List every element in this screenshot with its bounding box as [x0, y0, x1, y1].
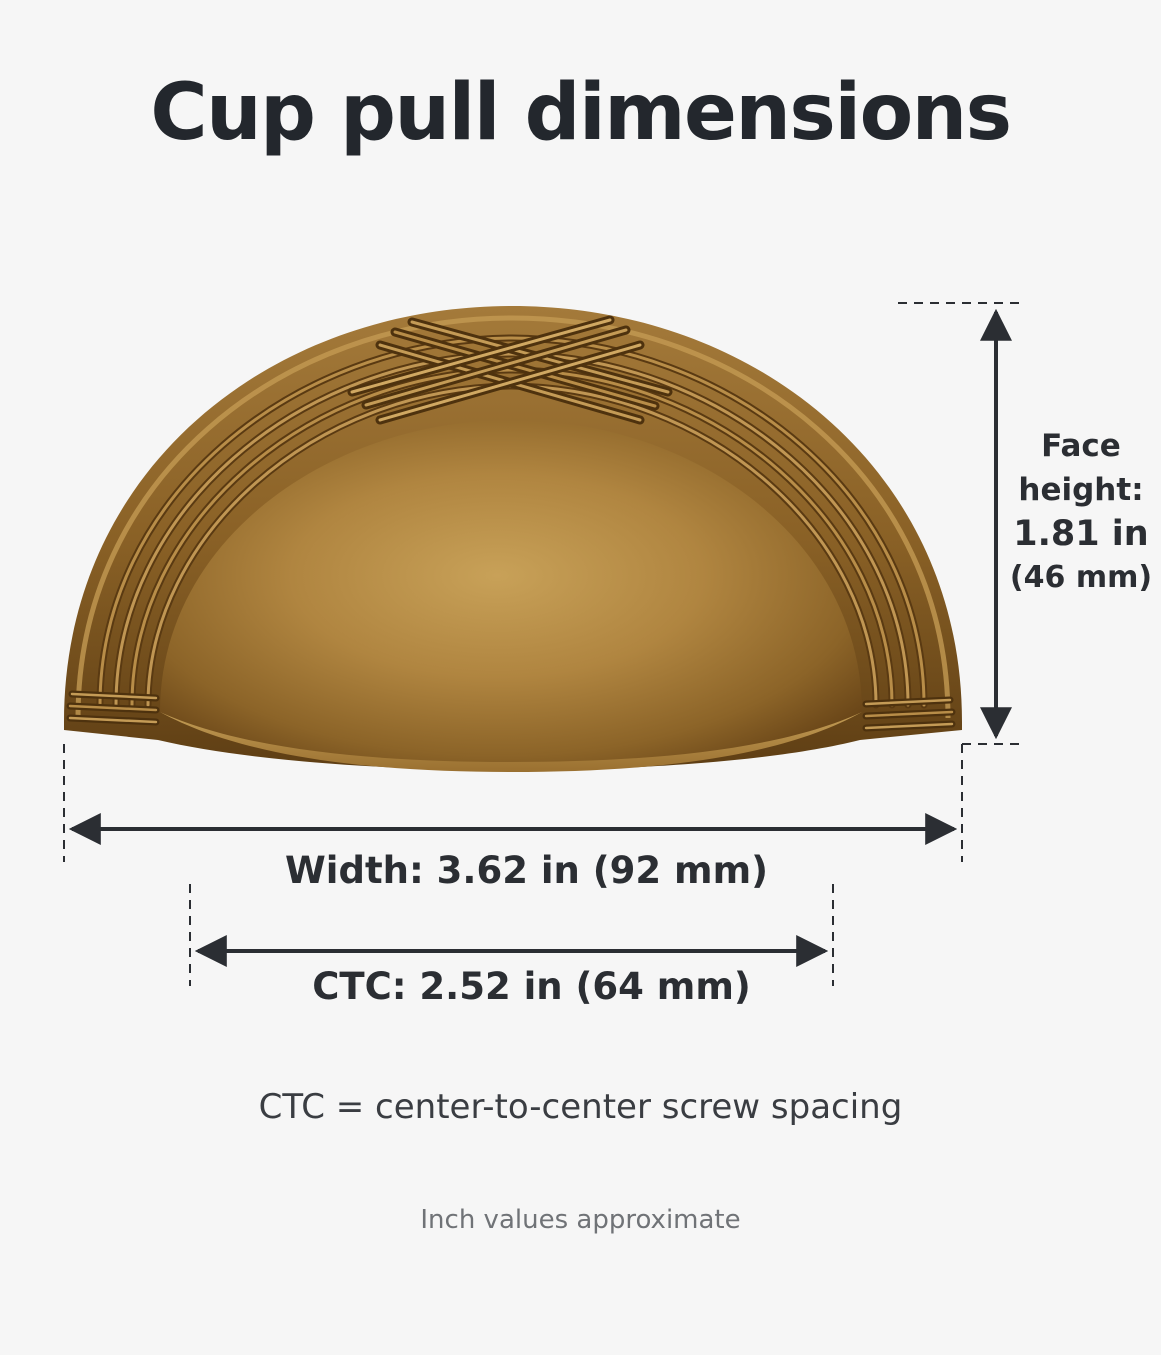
face-height-label: Face height: 1.81 in (46 mm) [1006, 424, 1156, 600]
ctc-dimension [189, 884, 834, 986]
width-dimension [63, 744, 963, 862]
face-height-line2: height: [1018, 472, 1144, 508]
left-end-wrap [66, 690, 160, 726]
right-end-wrap [862, 696, 956, 732]
ctc-definition-note: CTC = center-to-center screw spacing [258, 1087, 903, 1127]
page-title: Cup pull dimensions [150, 68, 1012, 158]
width-label: Width: 3.62 in (92 mm) [284, 849, 769, 892]
cup-lip [160, 712, 862, 772]
face-height-metric: (46 mm) [1009, 560, 1153, 595]
approximation-footnote: Inch values approximate [420, 1205, 741, 1235]
face-height-line1: Face [1041, 428, 1121, 464]
cup-rim-highlight [75, 315, 951, 719]
cup-pull-image [64, 306, 962, 772]
cup-inner-bowl [160, 420, 862, 766]
face-height-value: 1.81 in [1013, 514, 1149, 554]
crossed-wrap [347, 315, 673, 425]
face-height-dimension [898, 302, 1022, 745]
ctc-label: CTC: 2.52 in (64 mm) [312, 965, 751, 1008]
reed-decoration [96, 334, 928, 709]
